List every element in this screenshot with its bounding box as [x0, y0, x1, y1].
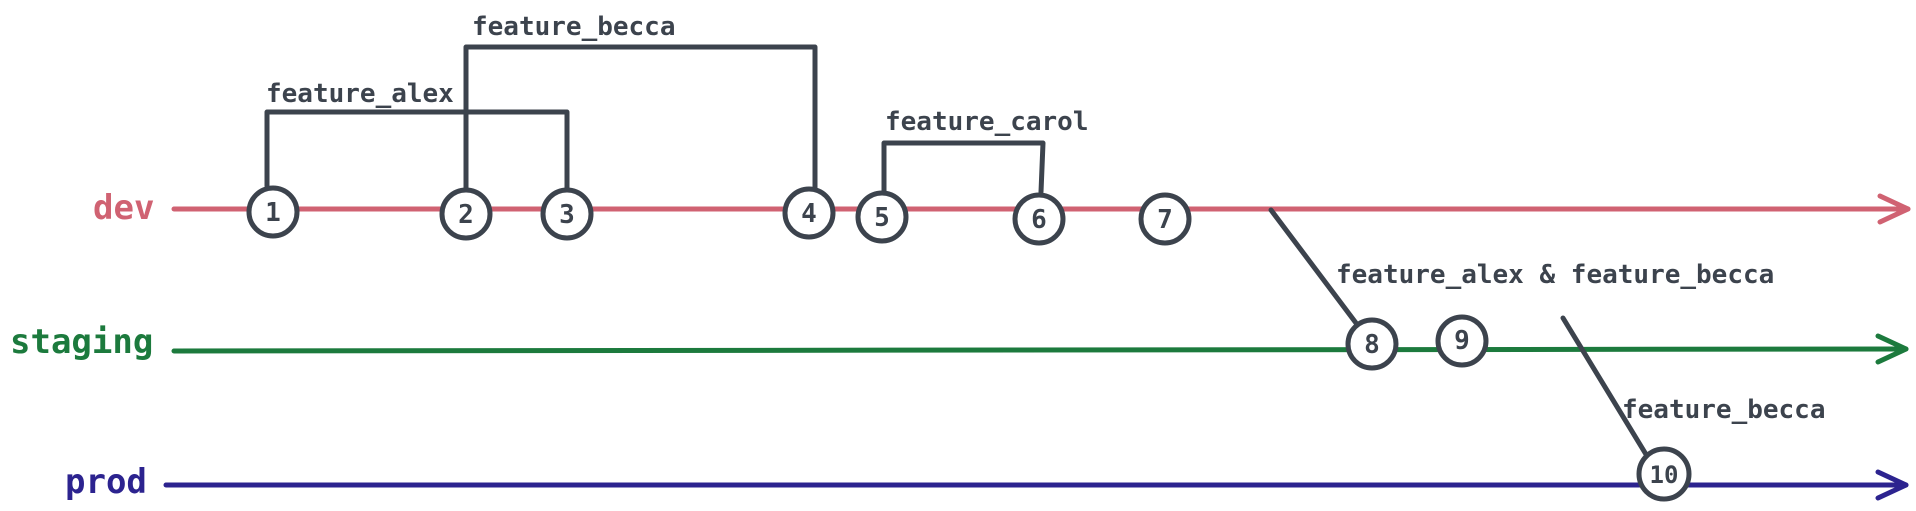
commit-5-circle	[855, 190, 909, 244]
commit-5: 5	[855, 190, 909, 244]
feature-carol-bracket: feature_carol	[881, 107, 1089, 197]
feature-becca-label: feature_becca	[472, 12, 676, 42]
feature-becca-bracket: feature_becca	[463, 12, 818, 193]
commit-1-circle	[246, 185, 300, 239]
commit-8: 8	[1345, 317, 1399, 371]
feature-becca-bracket-line	[463, 44, 818, 193]
commit-6: 6	[1012, 192, 1066, 246]
commit-5-label: 5	[874, 203, 890, 233]
staging-branch-arrowhead	[1875, 333, 1909, 365]
feature-alex-bracket-line	[264, 109, 570, 191]
merge-dev-to-staging-label: feature_alex & feature_becca	[1336, 260, 1774, 290]
dev-branch-label: dev	[93, 188, 154, 228]
commit-4-circle	[782, 186, 836, 240]
commit-7-label: 7	[1157, 205, 1173, 235]
merge-staging-to-prod: feature_becca	[1560, 315, 1826, 459]
commit-8-label: 8	[1364, 330, 1380, 360]
commit-10: 10	[1636, 446, 1692, 502]
commit-4: 4	[782, 186, 836, 240]
commit-6-label: 6	[1031, 205, 1047, 235]
staging-branch-line	[171, 346, 1909, 354]
commit-6-circle	[1012, 192, 1066, 246]
dev-branch: dev	[93, 188, 1911, 228]
commit-7: 7	[1138, 192, 1192, 246]
commit-3: 3	[540, 187, 594, 241]
dev-branch-arrowhead	[1877, 193, 1911, 225]
prod-branch: prod	[65, 462, 1909, 502]
commit-4-label: 4	[801, 199, 817, 229]
commit-2-label: 2	[458, 200, 474, 230]
feature-carol-bracket-line	[881, 140, 1046, 197]
staging-branch: staging	[10, 322, 1909, 365]
commit-7-circle	[1138, 192, 1192, 246]
commit-9-circle	[1435, 314, 1489, 368]
commit-10-circle	[1636, 446, 1692, 502]
staging-branch-label: staging	[10, 322, 153, 362]
commit-1-label: 1	[265, 198, 281, 228]
merge-staging-to-prod-label: feature_becca	[1622, 395, 1826, 425]
commit-2-circle	[439, 187, 493, 241]
commit-2: 2	[439, 187, 493, 241]
prod-branch-arrowhead	[1875, 469, 1909, 501]
merge-dev-to-staging-line	[1268, 207, 1362, 330]
merge-dev-to-staging: feature_alex & feature_becca	[1268, 207, 1774, 330]
commit-8-circle	[1345, 317, 1399, 371]
prod-branch-label: prod	[65, 462, 147, 502]
merge-staging-to-prod-line	[1560, 315, 1650, 459]
commit-10-label: 10	[1650, 461, 1679, 489]
feature-alex-label: feature_alex	[266, 79, 454, 109]
commit-3-circle	[540, 187, 594, 241]
commit-1: 1	[246, 185, 300, 239]
commit-9-label: 9	[1454, 326, 1470, 356]
commit-9: 9	[1435, 314, 1489, 368]
feature-alex-bracket: feature_alex	[264, 79, 570, 191]
commit-3-label: 3	[559, 200, 575, 230]
feature-carol-label: feature_carol	[885, 107, 1089, 137]
